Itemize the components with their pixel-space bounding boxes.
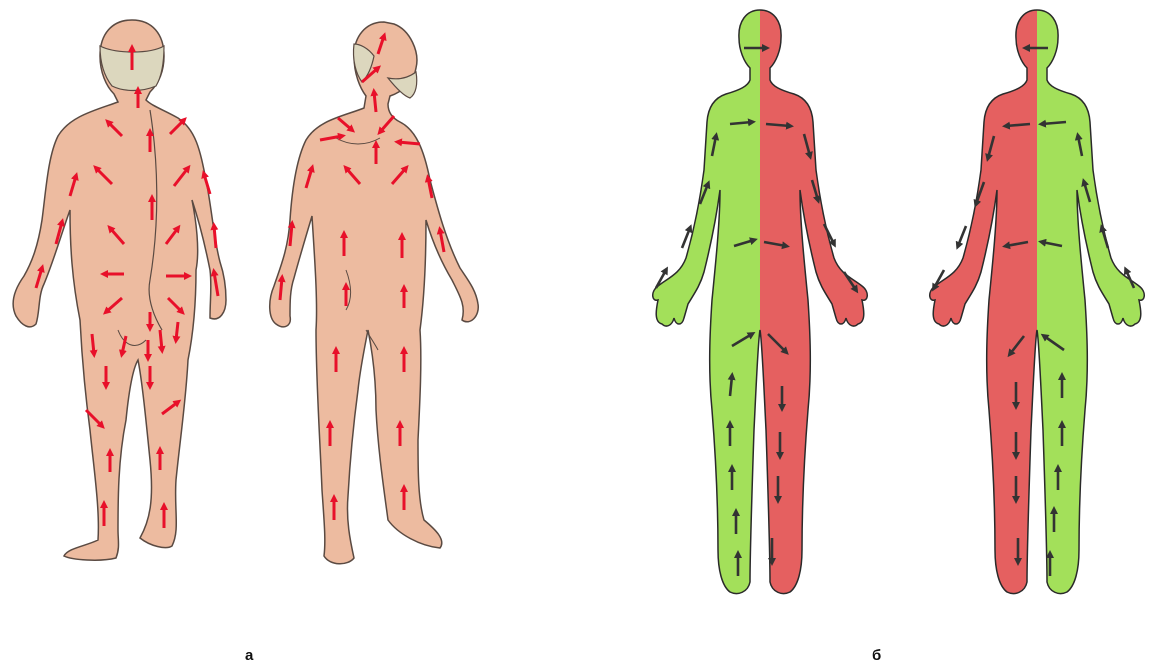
arrow-red [160,330,162,350]
region-red [760,0,920,620]
arrow-red [214,226,216,248]
figure-a-back [13,20,226,560]
figure-a-back-body [13,20,226,560]
figure-b-back [880,0,1160,620]
region-green [1037,0,1160,620]
arrow-red [374,92,376,112]
arrow-red [290,224,292,246]
arrow-red [398,142,420,144]
region-red [880,0,1037,620]
panel-label-b: б [872,647,881,664]
arrow-red [280,278,282,300]
arrow-red [176,322,178,340]
arrow-red [92,334,94,354]
figure-b-front [600,0,920,620]
panel-label-a: а [245,647,253,664]
arrow-dark [958,226,966,246]
